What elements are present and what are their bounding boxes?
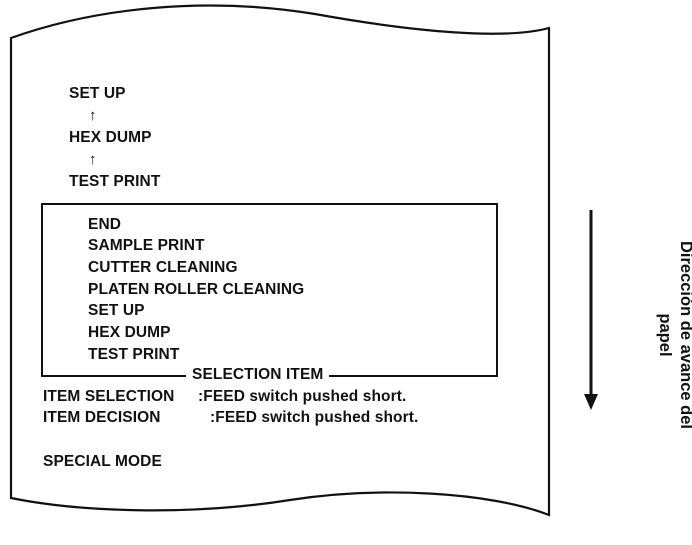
menu-item: SET UP — [88, 302, 145, 319]
arrow-down-icon — [584, 210, 598, 410]
arrow-up-icon: ↑ — [89, 107, 97, 124]
header-item-test-print: TEST PRINT — [69, 173, 161, 190]
menu-item: PLATEN ROLLER CLEANING — [88, 281, 305, 298]
menu-item: CUTTER CLEANING — [88, 259, 238, 276]
item-decision-text: :FEED switch pushed short. — [210, 409, 419, 426]
selection-item-caption: SELECTION ITEM — [186, 366, 330, 384]
paper-edge — [9, 4, 551, 517]
menu-item: TEST PRINT — [88, 346, 180, 363]
item-selection-text: :FEED switch pushed short. — [198, 388, 407, 405]
special-mode-label: SPECIAL MODE — [43, 453, 162, 470]
arrow-up-icon: ↑ — [89, 151, 97, 168]
menu-item: END — [88, 216, 122, 233]
header-item-set-up: SET UP — [69, 85, 126, 102]
paper-direction-label: Dirección de avance del papel — [652, 205, 692, 465]
menu-item: HEX DUMP — [88, 324, 171, 341]
paper-direction-text: Dirección de avance del papel — [656, 240, 692, 429]
menu-item: SAMPLE PRINT — [88, 237, 205, 254]
item-selection-label: ITEM SELECTION — [43, 388, 175, 405]
item-decision-label: ITEM DECISION — [43, 409, 161, 426]
header-item-hex-dump: HEX DUMP — [69, 129, 152, 146]
